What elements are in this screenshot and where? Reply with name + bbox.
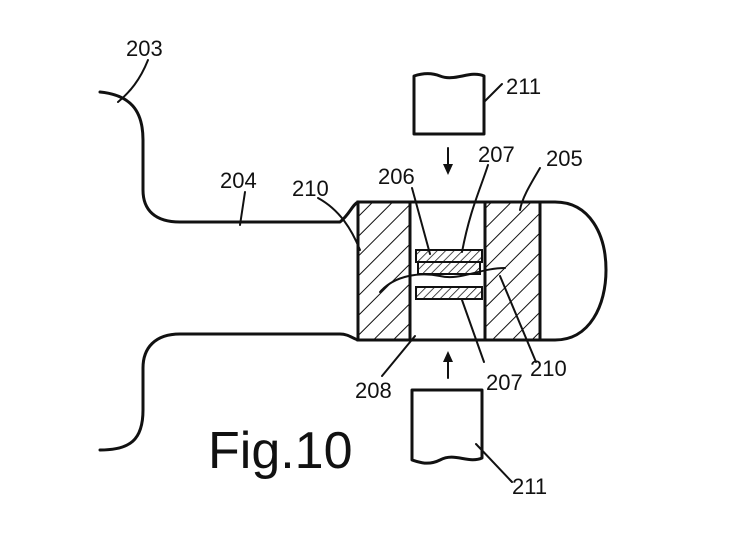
arrow-up-head (443, 351, 453, 362)
leader-203 (118, 60, 148, 102)
label-211-top: 211 (506, 74, 541, 99)
leader-211-top (484, 84, 502, 102)
leader-204 (240, 192, 245, 225)
block-205-left (358, 202, 410, 340)
leader-206 (412, 188, 430, 254)
label-204: 204 (220, 168, 257, 193)
body-203-outline (100, 92, 358, 222)
punch-211-top (414, 74, 484, 134)
punch-211-bottom (412, 390, 482, 463)
block-205-right (485, 202, 540, 340)
dome-end (540, 202, 606, 340)
leader-211-bottom (476, 444, 512, 482)
label-206: 206 (378, 164, 415, 189)
leader-207-bottom (462, 300, 484, 362)
label-210-left: 210 (292, 176, 329, 201)
label-210-right: 210 (530, 356, 567, 381)
label-211-bottom: 211 (512, 474, 547, 499)
element-206 (418, 262, 480, 274)
label-207-bottom: 207 (486, 370, 523, 395)
arrow-down-head (443, 164, 453, 175)
label-208: 208 (355, 378, 392, 403)
element-207-top (416, 250, 482, 262)
label-205: 205 (546, 146, 583, 171)
element-207-bottom (416, 287, 482, 299)
figure-title: Fig.10 (208, 422, 353, 480)
label-203: 203 (126, 36, 163, 61)
leader-208 (382, 336, 415, 376)
label-207-top: 207 (478, 142, 515, 167)
